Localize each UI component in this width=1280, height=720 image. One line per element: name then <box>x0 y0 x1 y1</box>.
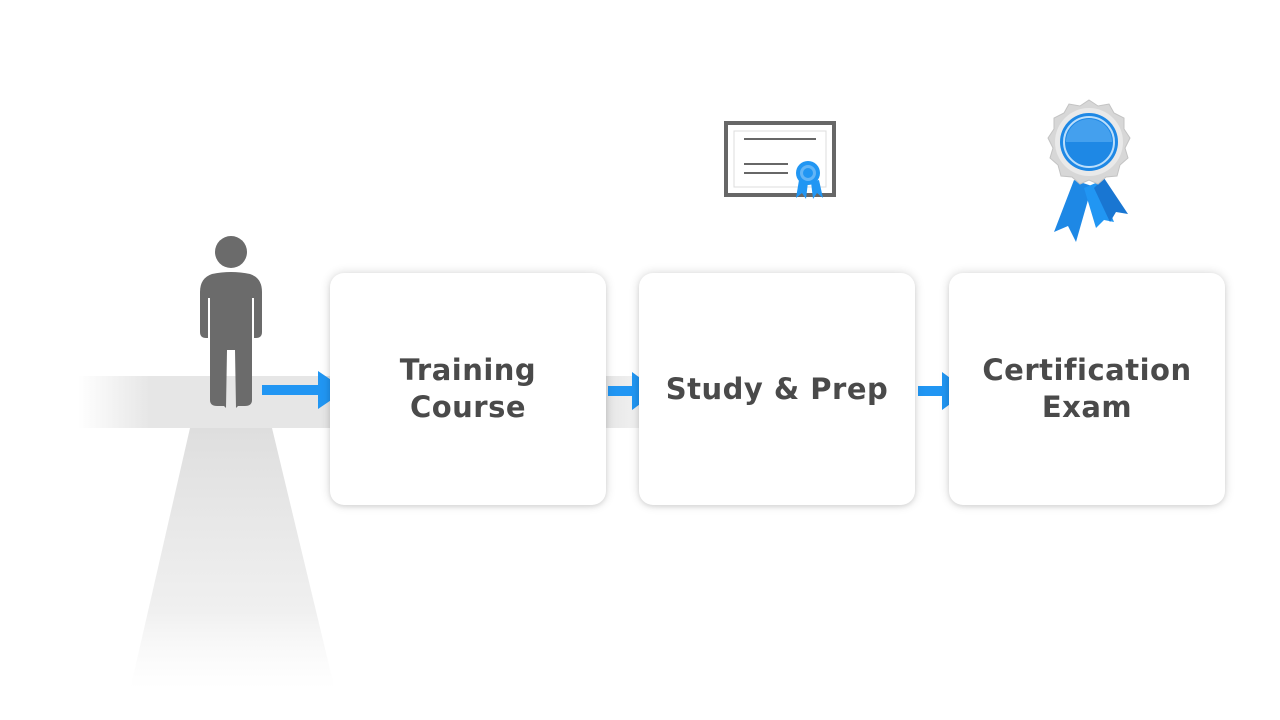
step-box-study-prep: Study & Prep <box>639 273 915 505</box>
step-label-line1: Certification <box>982 353 1192 387</box>
step-box-training-course: Training Course <box>330 273 606 505</box>
step-label-group: Study & Prep <box>666 371 889 408</box>
person-icon <box>200 236 262 408</box>
step-box-certification-exam: Certification Exam <box>949 273 1225 505</box>
vertical-path-road <box>130 428 335 690</box>
step-label-line1: Training <box>399 353 537 387</box>
award-ribbon-icon <box>1047 99 1131 242</box>
step-label-line2: Exam <box>1041 390 1133 424</box>
arrow-right-icon <box>608 372 658 410</box>
step-label-line2: Course <box>409 390 527 424</box>
step-label-line1: Study & Prep <box>665 371 889 406</box>
certificate-icon <box>724 121 836 199</box>
step-label-group: Training Course <box>400 352 536 426</box>
arrow-right-icon <box>918 372 968 410</box>
step-label-group: Certification Exam <box>982 352 1191 426</box>
arrow-right-icon <box>262 371 346 409</box>
